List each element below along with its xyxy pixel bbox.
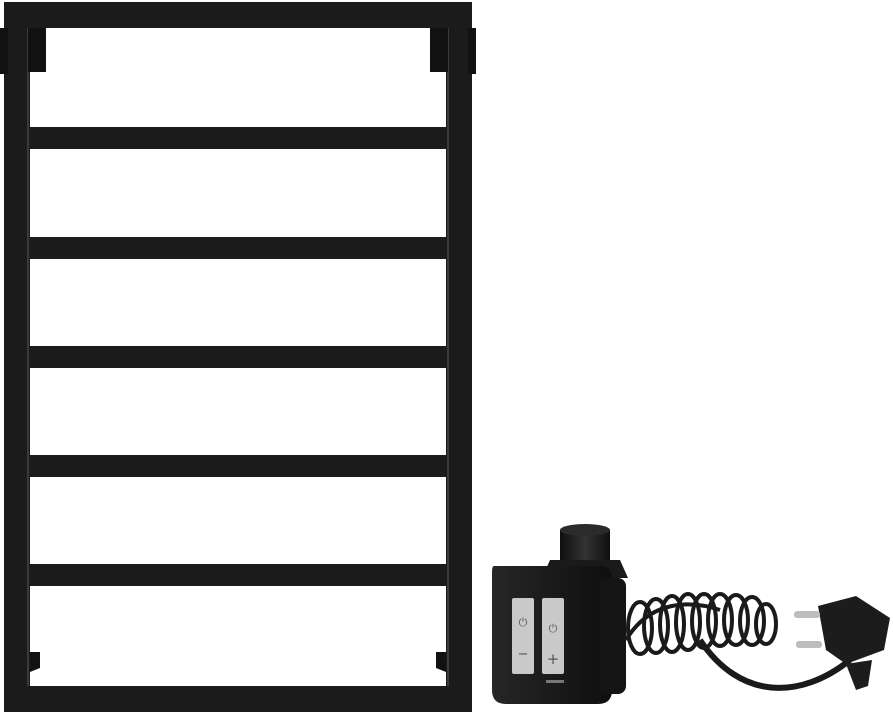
heater-tube-top	[560, 524, 610, 536]
towel-rack	[0, 2, 476, 712]
mount-bracket-top-left	[28, 28, 46, 72]
rack-left-highlight	[27, 28, 29, 686]
heating-element: ⏻ ⏻ − +	[492, 524, 890, 704]
rack-top-bar	[4, 2, 472, 28]
minus-button[interactable]: −	[518, 647, 529, 662]
plug-pin-top	[794, 611, 820, 618]
mount-plate-top-left	[0, 28, 8, 74]
plug-cable	[697, 638, 852, 691]
mount-foot-bottom-right	[436, 652, 446, 672]
mount-plate-top-right	[468, 28, 476, 74]
rail-4	[30, 455, 446, 477]
coiled-cable	[624, 592, 778, 656]
power-plug	[794, 596, 890, 690]
rack-right-upright	[446, 2, 472, 712]
control-panel-right	[542, 598, 564, 674]
control-panel-left	[512, 598, 534, 674]
heater-side	[600, 578, 626, 694]
mount-bracket-top-right	[430, 28, 448, 72]
power-button-left[interactable]: ⏻	[519, 616, 528, 629]
rail-1	[30, 127, 446, 149]
rail-2	[30, 237, 446, 259]
rail-3	[30, 346, 446, 368]
rack-bottom-bar	[4, 686, 472, 712]
rack-left-upright	[4, 2, 30, 712]
power-button-right[interactable]: ⏻	[549, 622, 558, 635]
rail-5	[30, 564, 446, 586]
plus-button[interactable]: +	[547, 650, 560, 668]
brand-label	[546, 680, 564, 683]
mount-foot-bottom-left	[30, 652, 40, 672]
rack-right-highlight	[447, 28, 449, 686]
plug-pin-bottom	[796, 641, 822, 648]
